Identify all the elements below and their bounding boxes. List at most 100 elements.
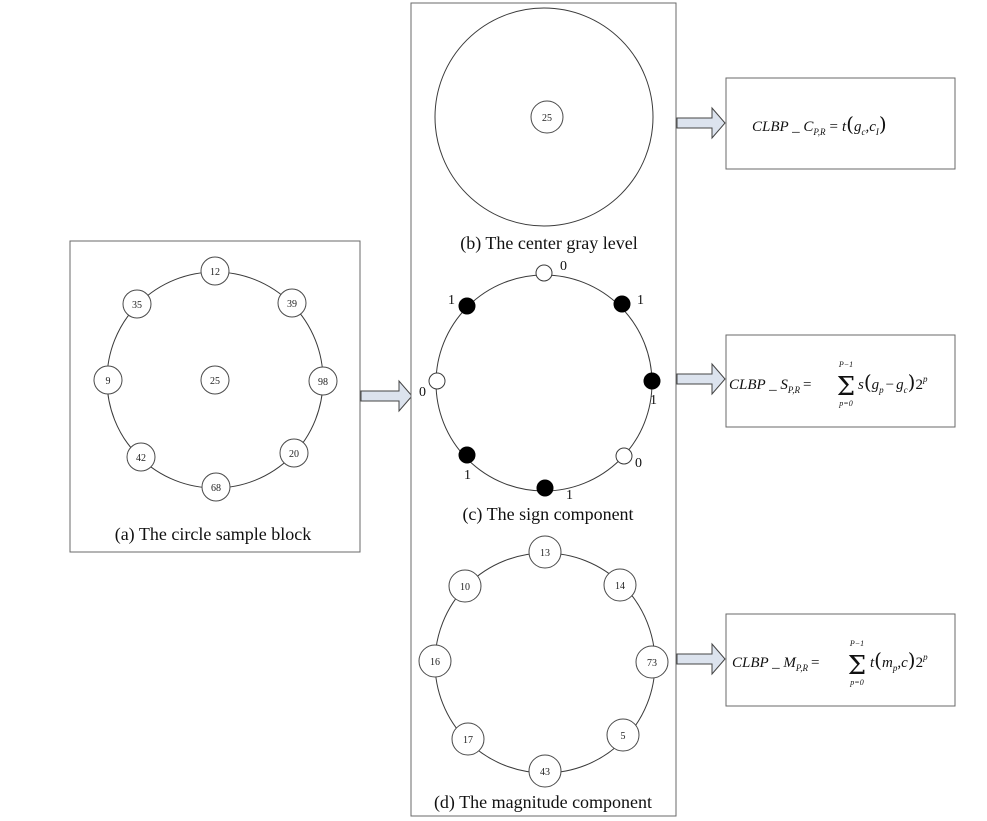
panel-a-node-0: 12 bbox=[200, 256, 230, 286]
panel-d-node-value: 43 bbox=[540, 767, 550, 778]
panel-a-node-value: 12 bbox=[210, 267, 220, 278]
panel-a-node-value: 35 bbox=[132, 300, 142, 311]
formula-c-arg1: g bbox=[854, 119, 862, 135]
panel-d-node-value: 14 bbox=[615, 581, 625, 592]
formula-m-lhs: CLBP _ M bbox=[732, 655, 797, 671]
panel-a-node-7: 35 bbox=[122, 289, 152, 319]
panel-a-node-3: 20 bbox=[279, 438, 309, 468]
sign-dot-2 bbox=[643, 372, 661, 390]
formula-s: CLBP _ SP,R= P−1 Σ p=0 s(gp−gc)2p bbox=[725, 334, 956, 428]
sign-bit-1: 1 bbox=[637, 293, 644, 308]
panel-d-node-0: 13 bbox=[528, 535, 562, 569]
formula-m-lhs-text: CLBP _ MP,R= bbox=[732, 655, 819, 673]
arrow-b-to-formula-c bbox=[676, 106, 726, 140]
sign-dot-1 bbox=[613, 295, 631, 313]
formula-m-b: c bbox=[901, 655, 908, 671]
panel-b: 25 (b) The center gray level bbox=[434, 7, 654, 254]
formula-c-arg2: c bbox=[869, 119, 876, 135]
panel-a-node-6: 9 bbox=[93, 365, 123, 395]
panel-a-node-4: 68 bbox=[201, 472, 231, 502]
panel-d-node-value: 16 bbox=[430, 657, 440, 668]
panel-a: 25 12 39 98 20 68 42 9 35 (a) The circle… bbox=[69, 240, 361, 553]
formula-s-lower: p=0 bbox=[838, 399, 852, 408]
formula-s-pow-exp: p bbox=[922, 374, 928, 384]
panel-d-node-value: 10 bbox=[460, 582, 470, 593]
panel-d-node-4: 43 bbox=[528, 754, 562, 788]
formula-c-text: CLBP _ CP,R=t(gc,cI) bbox=[752, 112, 887, 137]
formula-s-upper: P−1 bbox=[838, 360, 853, 369]
panel-b-center-value: 25 bbox=[542, 113, 552, 124]
formula-s-b-sub: c bbox=[904, 385, 908, 395]
panel-a-node-value: 9 bbox=[106, 376, 111, 387]
formula-s-op: − bbox=[886, 377, 894, 393]
panel-a-caption: (a) The circle sample block bbox=[115, 524, 312, 545]
formula-s-lhs: CLBP _ S bbox=[729, 377, 788, 393]
formula-s-lhs-text: CLBP _ SP,R= bbox=[729, 377, 811, 395]
formula-c-fn: t bbox=[842, 119, 847, 135]
panel-b-caption: (b) The center gray level bbox=[460, 233, 638, 254]
panel-a-node-value: 20 bbox=[289, 449, 299, 460]
formula-m-a-sub: p bbox=[892, 663, 898, 673]
formula-m-fn: t bbox=[870, 655, 875, 671]
sign-bit-7: 1 bbox=[448, 293, 455, 308]
panel-c-caption: (c) The sign component bbox=[462, 504, 633, 525]
panel-a-node-value: 98 bbox=[318, 377, 328, 388]
formula-m-rhs-text: t(mp,c)2p bbox=[870, 648, 928, 673]
formula-s-sub: P,R bbox=[787, 385, 801, 395]
panel-d-node-5: 17 bbox=[451, 722, 485, 756]
formula-c-sub: P,R bbox=[812, 127, 826, 137]
panel-d-caption: (d) The magnitude component bbox=[434, 792, 652, 813]
formula-s-fn: s bbox=[858, 377, 864, 393]
formula-s-rhs-text: s(gp−gc)2p bbox=[858, 370, 928, 395]
panel-c: 0 1 1 0 1 1 0 1 (c) The sign component bbox=[419, 259, 661, 525]
panel-a-center-value: 25 bbox=[210, 376, 220, 387]
panel-d-node-7: 10 bbox=[448, 569, 482, 603]
panel-b-center-node: 25 bbox=[530, 100, 564, 134]
panel-a-node-2: 98 bbox=[308, 366, 338, 396]
panel-a-node-1: 39 bbox=[277, 288, 307, 318]
sign-bit-6: 0 bbox=[419, 385, 426, 400]
arrow-d-to-formula-m bbox=[676, 642, 726, 676]
formula-m-eq: = bbox=[811, 655, 819, 671]
panel-d-node-value: 17 bbox=[463, 735, 473, 746]
sign-dot-5 bbox=[458, 446, 476, 464]
panel-a-node-value: 42 bbox=[136, 453, 146, 464]
formula-s-eq: = bbox=[803, 377, 811, 393]
formula-s-pow-base: 2 bbox=[915, 377, 923, 393]
panel-d-node-value: 5 bbox=[621, 731, 626, 742]
panel-a-frame bbox=[69, 240, 361, 553]
arrow-c-to-formula-s bbox=[676, 362, 726, 396]
panel-a-center-node: 25 bbox=[200, 365, 230, 395]
formula-c-lhs: CLBP _ C bbox=[752, 119, 814, 135]
panel-a-node-value: 68 bbox=[211, 483, 221, 494]
sign-dot-6 bbox=[428, 372, 446, 390]
formula-m-lower: p=0 bbox=[849, 678, 863, 687]
formula-m-sigma: Σ bbox=[848, 651, 866, 681]
sign-dot-4 bbox=[536, 479, 554, 497]
panel-d-node-6: 16 bbox=[418, 644, 452, 678]
sign-bit-0: 0 bbox=[560, 259, 567, 274]
sign-bit-5: 1 bbox=[464, 468, 471, 483]
formula-m-sub: P,R bbox=[795, 663, 809, 673]
formula-m: CLBP _ MP,R= P−1 Σ p=0 t(mp,c)2p bbox=[725, 613, 956, 707]
sign-bit-3: 0 bbox=[635, 456, 642, 471]
sign-dot-7 bbox=[458, 297, 476, 315]
formula-c-arg1-sub: c bbox=[861, 127, 865, 137]
middle-column-frame bbox=[410, 2, 677, 817]
panel-d-node-3: 5 bbox=[606, 718, 640, 752]
formula-c-box bbox=[725, 77, 956, 170]
sign-dot-0 bbox=[535, 264, 553, 282]
formula-m-pow-base: 2 bbox=[916, 655, 924, 671]
panel-d: 13 14 73 5 43 17 16 10 (d) The magnitude… bbox=[418, 535, 669, 813]
panel-d-node-value: 73 bbox=[647, 658, 657, 669]
formula-s-box bbox=[725, 334, 956, 428]
panel-d-node-1: 14 bbox=[603, 568, 637, 602]
panel-a-node-5: 42 bbox=[126, 442, 156, 472]
panel-b-ring bbox=[434, 7, 654, 227]
formula-s-b: g bbox=[896, 377, 904, 393]
sign-bit-2: 1 bbox=[650, 393, 657, 408]
formula-m-box bbox=[725, 613, 956, 707]
arrow-a-to-middle bbox=[360, 379, 413, 413]
formula-s-a-sub: p bbox=[878, 385, 884, 395]
